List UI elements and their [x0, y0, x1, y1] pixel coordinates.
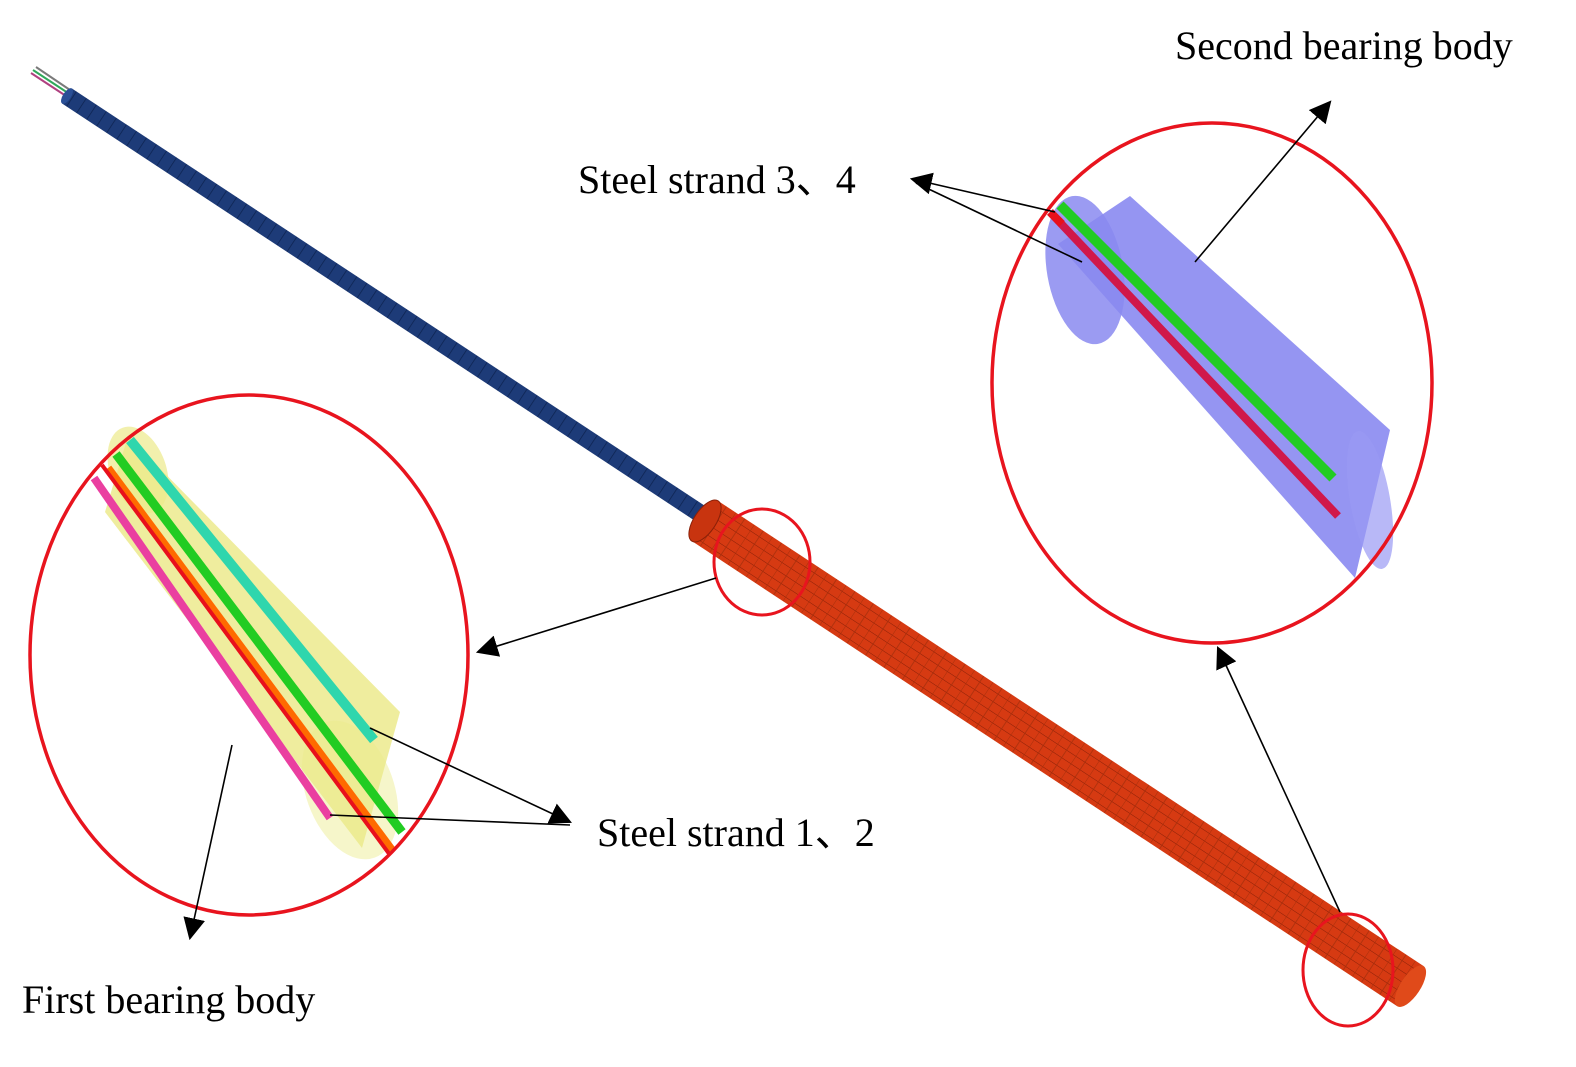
strand-crimson — [1047, 209, 1341, 519]
highlight-circle-first — [712, 507, 812, 617]
cable-wire-ends — [30, 66, 71, 97]
arrow-first-bearing-body — [183, 744, 233, 941]
first-bearing-body-zoom — [90, 426, 406, 860]
zoom-circle-first — [28, 393, 470, 917]
strand-orange — [104, 465, 396, 853]
arrow-steel-strand-3 — [909, 172, 1056, 213]
anchor-section — [688, 499, 1427, 1007]
label-steel-strand-3-4: Steel strand 3、4 — [578, 157, 856, 202]
label-second-bearing-body: Second bearing body — [1175, 23, 1513, 68]
strand-pink — [90, 475, 334, 821]
second-bearing-body-zoom — [1045, 195, 1394, 578]
strand-green — [112, 451, 406, 835]
arrow-steel-strand-1 — [369, 727, 572, 824]
free-section — [61, 88, 724, 533]
label-steel-strand-1-2: Steel strand 1、2 — [597, 810, 875, 855]
strand-green-2 — [1056, 201, 1337, 482]
leader-arrows — [183, 100, 1341, 941]
arrow-second-bearing-body — [1194, 100, 1332, 263]
zoom-circle-second — [990, 121, 1434, 645]
label-first-bearing-body: First bearing body — [22, 977, 316, 1022]
strand-red — [100, 463, 392, 857]
highlight-circle-second — [1301, 912, 1395, 1028]
strand-teal — [126, 436, 378, 744]
arrow-to-second-zoom — [1216, 646, 1341, 913]
arrow-to-first-zoom — [475, 577, 717, 657]
